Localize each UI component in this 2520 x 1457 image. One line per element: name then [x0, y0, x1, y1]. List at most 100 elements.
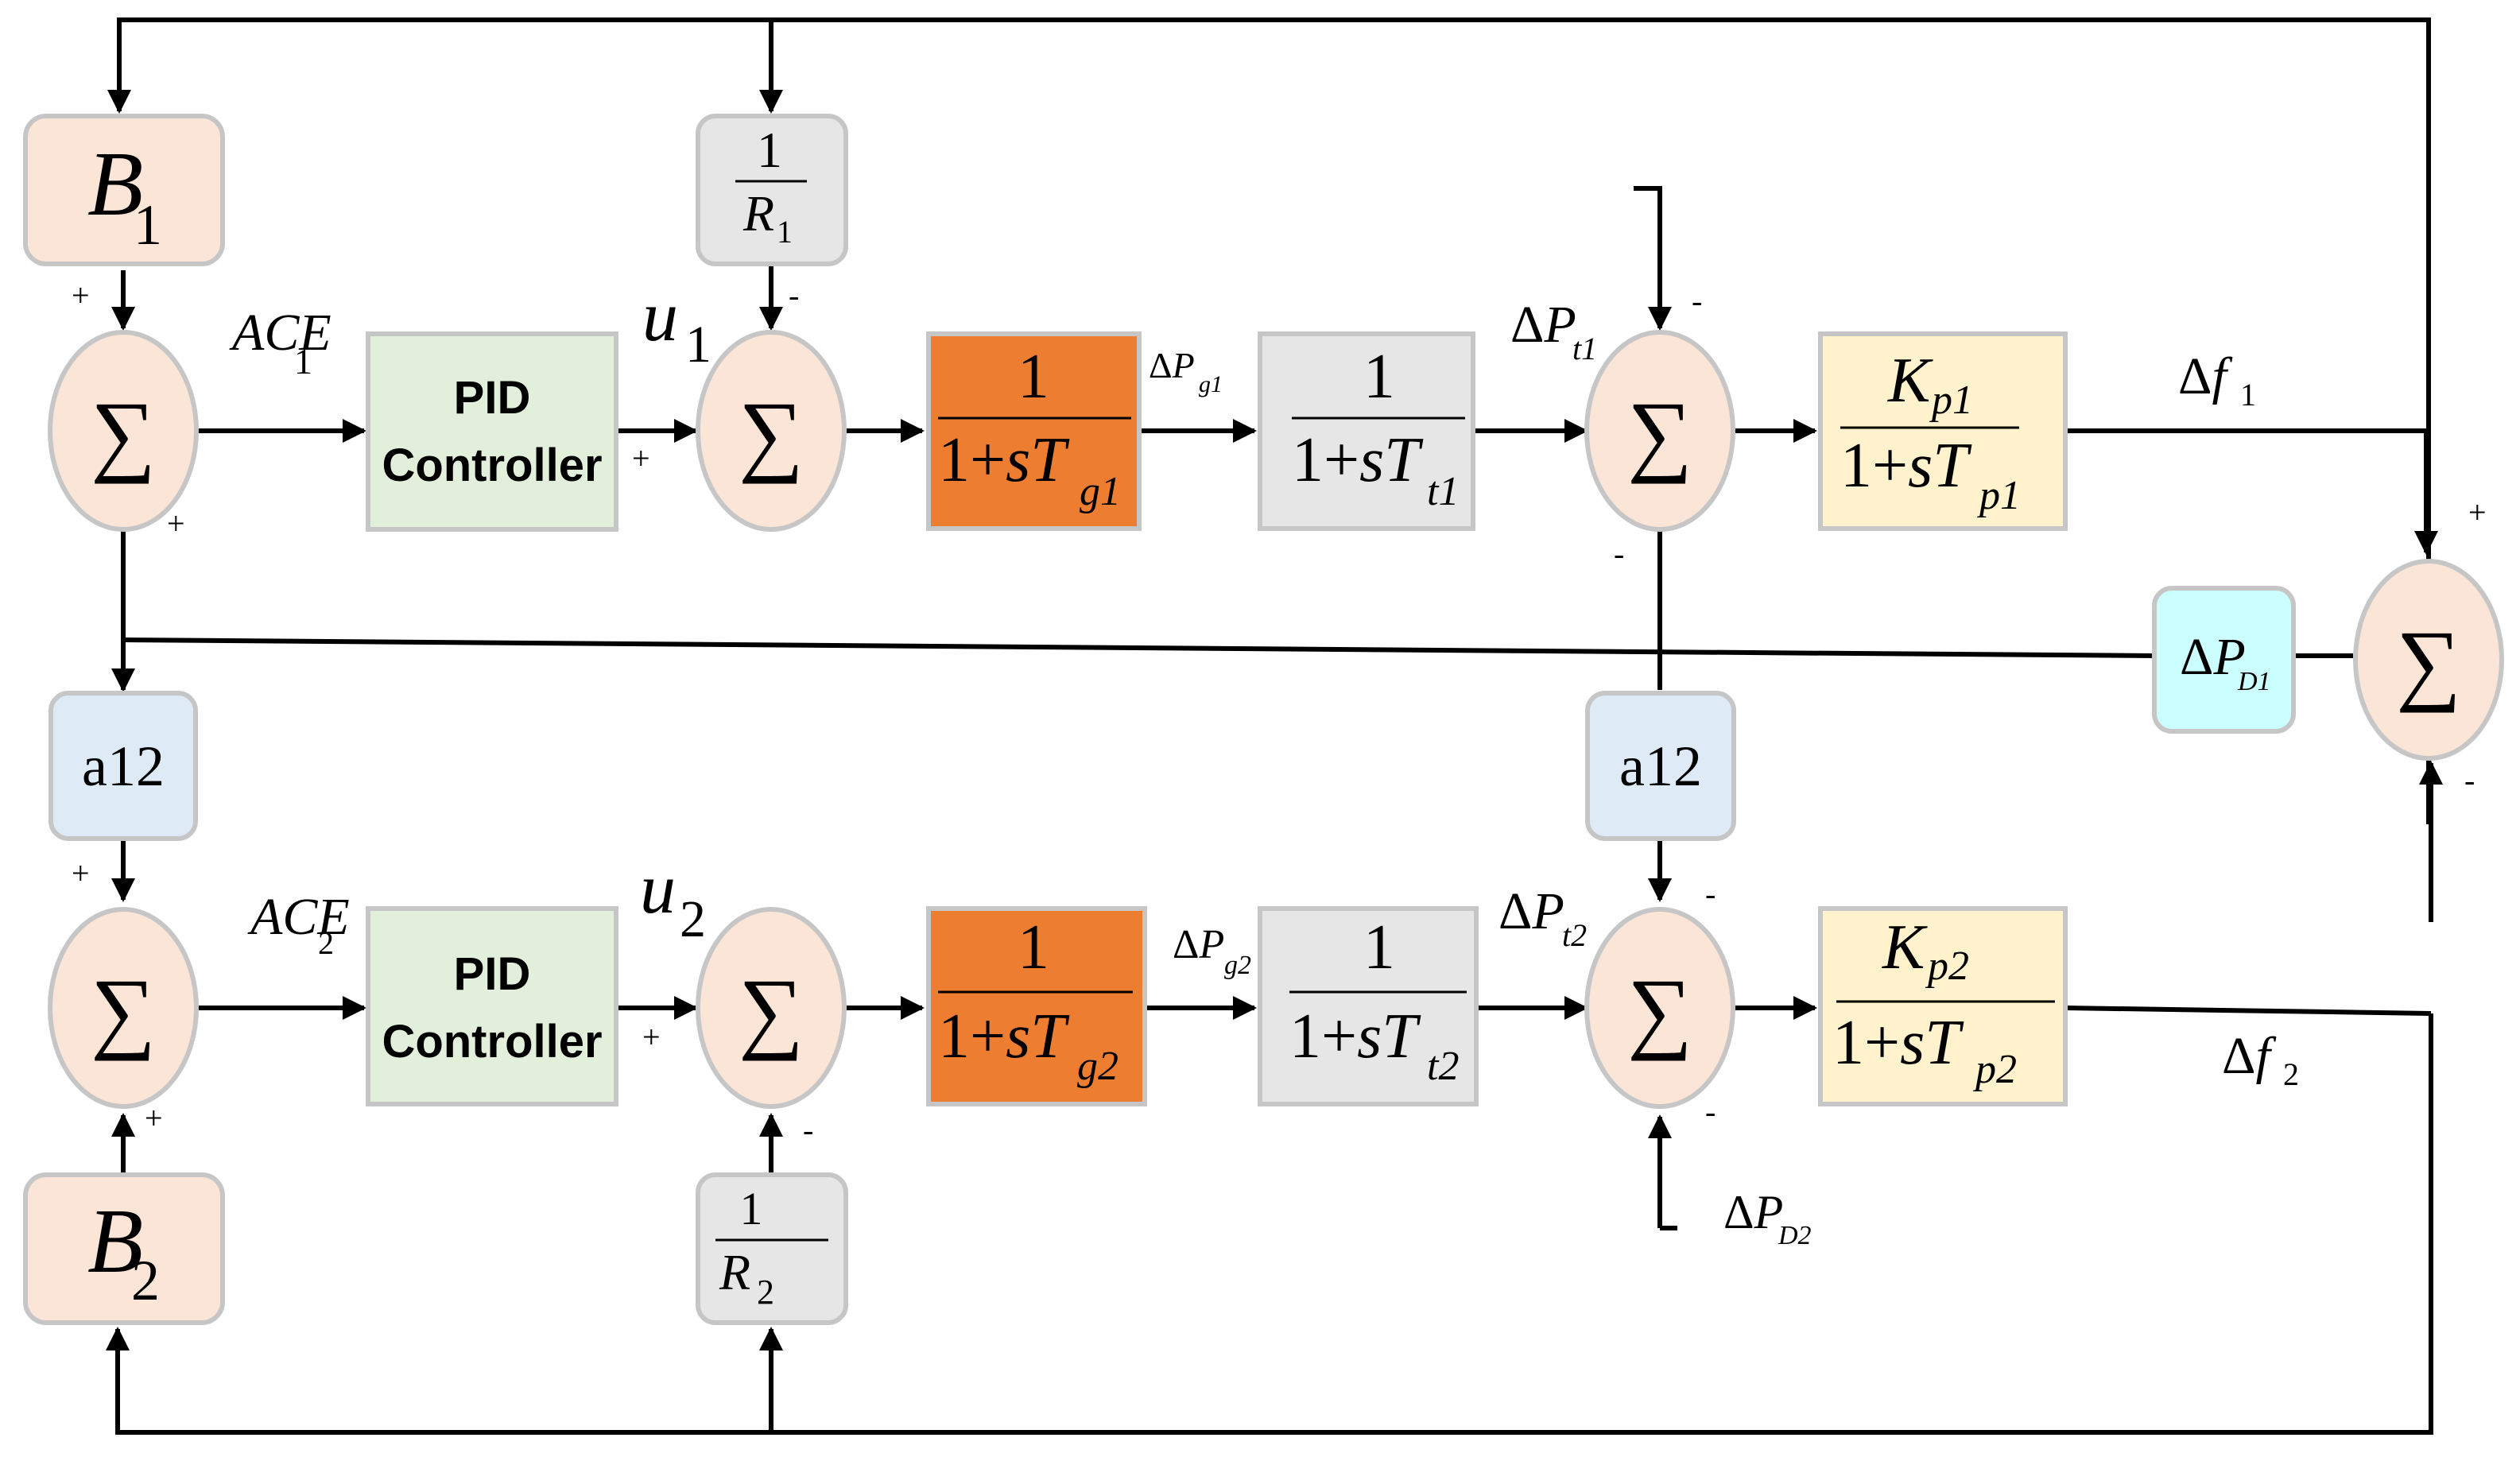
pid2-line2: Controller — [382, 1016, 602, 1068]
sign-plus: + — [632, 440, 650, 476]
dpd2-sub: D2 — [1778, 1221, 1812, 1250]
bias-sub-b2: 2 — [131, 1249, 160, 1312]
summer-pt1-symbol: ∑ — [1627, 383, 1692, 484]
dpt2-sub: t2 — [1562, 917, 1587, 953]
wire-top-loop — [107, 17, 2431, 824]
turb1-den: 1+sT — [1292, 425, 1424, 495]
summer-tie-symbol: ∑ — [2396, 612, 2461, 713]
droop2-den-sub: 2 — [757, 1273, 774, 1312]
ace1-label: ACE — [229, 304, 331, 362]
ps1-num-sub: p1 — [1929, 378, 1973, 423]
sign-minus: - — [2464, 762, 2475, 798]
wire-disturb-in-1 — [1634, 186, 1672, 331]
governor-block-2 — [926, 906, 1147, 1106]
pid1-line2: Controller — [382, 440, 602, 491]
sign-minus: - — [1614, 536, 1624, 572]
ps2-num: K — [1882, 913, 1928, 982]
dpt2-label: ΔP — [1498, 882, 1564, 940]
pid-controller-1 — [366, 331, 618, 532]
tie-label-right: a12 — [1619, 734, 1702, 798]
dpt1-label: ΔP — [1510, 296, 1576, 354]
ace2-sub: 2 — [318, 925, 334, 961]
turb1-num: 1 — [1363, 342, 1395, 412]
droop1-num: 1 — [757, 122, 782, 178]
summer-ace2-symbol: ∑ — [91, 960, 156, 1061]
ps1-den-sub: p1 — [1976, 473, 2021, 518]
bias-block-b1 — [23, 114, 225, 266]
ps1-den: 1+sT — [1840, 431, 1972, 501]
wire-df1 — [2065, 428, 2438, 555]
summer-u1 — [696, 330, 847, 532]
u1-label: u — [642, 277, 678, 356]
dpd2-label: ΔP — [1723, 1186, 1783, 1238]
sign-minus: - — [1705, 876, 1716, 912]
ace2-label: ACE — [247, 888, 350, 946]
summer-ace1-symbol: ∑ — [91, 383, 156, 484]
droop2-den: R — [719, 1244, 750, 1300]
summer-ace2 — [48, 907, 199, 1109]
dpg1-label: ΔP — [1149, 345, 1195, 386]
gov2-den: 1+sT — [938, 1002, 1070, 1071]
tie-block-right — [1585, 691, 1736, 841]
summer-pt2-symbol: ∑ — [1627, 960, 1692, 1061]
signal-wires — [106, 17, 2443, 1435]
summer-u2 — [696, 907, 847, 1109]
sign-plus: + — [72, 277, 90, 313]
ps2-den-sub: p2 — [1972, 1047, 2017, 1092]
pid2-line1: PID — [454, 948, 531, 1000]
dpd1-sub: D1 — [2237, 667, 2271, 696]
gov1-den: 1+sT — [938, 425, 1070, 495]
summer-pt1 — [1584, 330, 1735, 532]
summer-u2-symbol: ∑ — [739, 960, 804, 1061]
sign-minus: - — [803, 1112, 813, 1148]
sign-plus: + — [145, 1100, 163, 1136]
ps2-den: 1+sT — [1832, 1008, 1964, 1078]
sign-minus: - — [789, 277, 799, 313]
pid-controller-2 — [366, 906, 618, 1106]
wire-tie-horizontal — [122, 637, 2155, 658]
ace1-sub: 1 — [294, 341, 312, 382]
summer-pt2 — [1584, 907, 1735, 1109]
df2-label: Δf — [2222, 1027, 2276, 1085]
droop1-den: R — [742, 185, 774, 242]
sign-plus: + — [72, 855, 90, 891]
dpg1-sub: g1 — [1199, 371, 1223, 397]
turb2-num: 1 — [1363, 913, 1395, 982]
droop1-den-sub: 1 — [777, 214, 793, 250]
turbine-block-2 — [1258, 906, 1479, 1106]
u2-label: u — [640, 850, 676, 928]
sign-plus: + — [2468, 494, 2487, 530]
summer-ace1 — [48, 330, 199, 532]
summer-tie — [2353, 559, 2504, 761]
turb1-den-sub: t1 — [1427, 469, 1459, 514]
governor-block-1 — [926, 331, 1142, 531]
bias-block-b2 — [23, 1172, 225, 1325]
sign-minus: - — [1705, 1094, 1716, 1130]
droop-block-2 — [696, 1172, 848, 1325]
ps1-num: K — [1887, 346, 1933, 416]
turb2-den-sub: t2 — [1427, 1044, 1459, 1089]
df2-sub: 2 — [2283, 1056, 2299, 1092]
tie-label-left: a12 — [82, 734, 165, 798]
power-system-block-2 — [1818, 906, 2068, 1106]
turbine-block-1 — [1258, 331, 1475, 531]
turb2-den: 1+sT — [1289, 1002, 1421, 1071]
sign-plus: + — [642, 1019, 661, 1055]
area-2: ∑ ACE 2 PID Controller u 2 ∑ 1 1+sT g2 Δ… — [23, 850, 2299, 1325]
bias-label-b2: B — [87, 1191, 143, 1292]
u2-sub: 2 — [680, 890, 706, 948]
wire-df2 — [2064, 1006, 2432, 1016]
dpg2-label: ΔP — [1173, 922, 1224, 967]
area-1: B 1 ∑ ACE 1 PID Controller u 1 1 R 1 ∑ 1… — [23, 114, 2296, 734]
summing-signs: + + + - - - + - + + + - - - — [72, 277, 2487, 1148]
summer-u1-symbol: ∑ — [739, 383, 804, 484]
gov1-num: 1 — [1018, 342, 1049, 412]
tie-line: a12 a12 ∑ — [48, 559, 2504, 841]
disturbance-block-d1 — [2152, 586, 2296, 734]
dpd1-label: ΔP — [2180, 628, 2246, 686]
ps2-num-sub: p2 — [1925, 944, 1969, 989]
bias-label-b1: B — [87, 134, 143, 234]
dpt1-sub: t1 — [1572, 331, 1597, 366]
sign-minus: - — [1692, 283, 1702, 319]
